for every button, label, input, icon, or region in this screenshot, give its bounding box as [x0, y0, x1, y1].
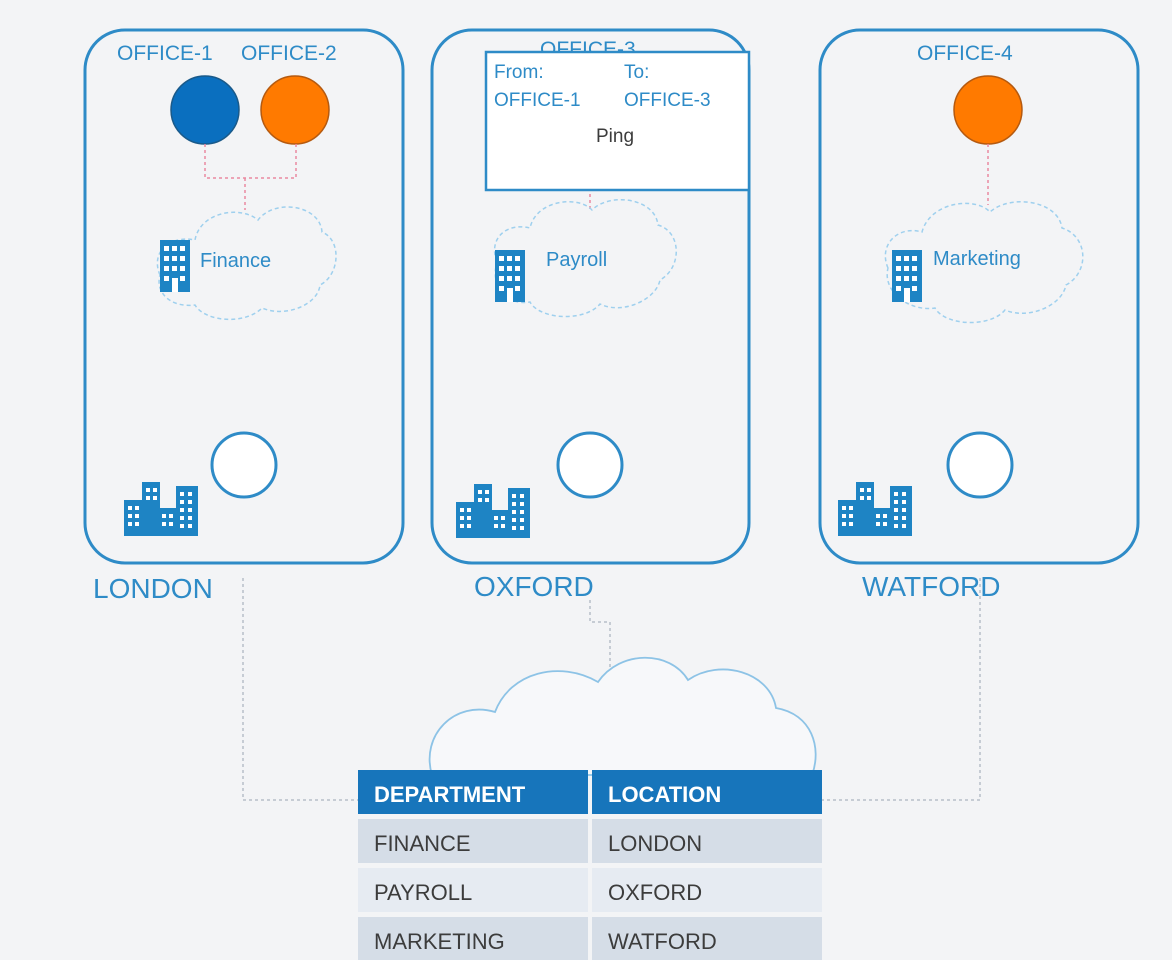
- table-header: LOCATION: [608, 782, 721, 807]
- table-cell: [592, 819, 822, 863]
- from-label: From:: [494, 62, 544, 83]
- table-header-cell: [592, 770, 822, 814]
- from-value: OFFICE-1: [494, 90, 581, 111]
- service-node[interactable]: [556, 431, 624, 499]
- department-building-icon: [495, 250, 525, 302]
- city-label: OXFORD: [474, 571, 594, 602]
- table-row-department: PAYROLL: [374, 880, 472, 905]
- office-label: OFFICE-1: [117, 42, 213, 65]
- table-row-department: FINANCE: [374, 831, 471, 856]
- department-label: Payroll: [546, 249, 607, 271]
- office-label: OFFICE-4: [917, 42, 1013, 65]
- site-box: [818, 28, 1140, 565]
- network-connectors: [242, 578, 981, 801]
- office-node[interactable]: [260, 75, 330, 145]
- table-header-cell: [358, 770, 588, 814]
- table-row-department: MARKETING: [374, 929, 505, 954]
- pod-link: [204, 144, 297, 210]
- site-watford: OFFICE-4 Marketing WATFORD: [818, 28, 1140, 602]
- department-building-icon: [160, 240, 190, 292]
- city-buildings-icon: [456, 484, 530, 538]
- table-cell: [358, 917, 588, 960]
- department-building-icon: [892, 250, 922, 302]
- table-cell: [592, 917, 822, 960]
- department-location-table: DEPARTMENT LOCATION FINANCE LONDON PAYRO…: [358, 770, 822, 960]
- to-value: OFFICE-3: [624, 90, 711, 111]
- city-buildings-icon: [838, 482, 912, 536]
- department-label: Finance: [200, 250, 271, 272]
- table-cell: [592, 868, 822, 912]
- department-label: Marketing: [933, 248, 1021, 270]
- city-buildings-icon: [124, 482, 198, 536]
- site-box: [83, 28, 405, 565]
- table-row-location: OXFORD: [608, 880, 702, 905]
- table-cell: [358, 868, 588, 912]
- site-london: OFFICE-1 OFFICE-2 Finance LONDON: [83, 28, 405, 604]
- service-node[interactable]: [210, 431, 278, 499]
- table-row-location: WATFORD: [608, 929, 717, 954]
- ping-message: Ping: [596, 126, 634, 147]
- table-header: DEPARTMENT: [374, 782, 526, 807]
- city-label: LONDON: [93, 573, 213, 604]
- office-label: OFFICE-2: [241, 42, 337, 65]
- popup-box: [484, 50, 751, 192]
- network-cloud: [428, 656, 817, 776]
- office-node[interactable]: [953, 75, 1023, 145]
- table-cell: [358, 819, 588, 863]
- site-box: [430, 28, 751, 565]
- to-label: To:: [624, 62, 649, 83]
- city-label: WATFORD: [862, 571, 1000, 602]
- table-row-location: LONDON: [608, 831, 702, 856]
- namespace-cloud: [884, 201, 1084, 324]
- ping-popup: From: To: OFFICE-1 OFFICE-3 Ping: [484, 50, 751, 192]
- office-node[interactable]: [170, 75, 240, 145]
- site-oxford: OFFICE-3 Payroll OXFORD From: To: OFFICE…: [430, 28, 751, 602]
- service-node[interactable]: [946, 431, 1014, 499]
